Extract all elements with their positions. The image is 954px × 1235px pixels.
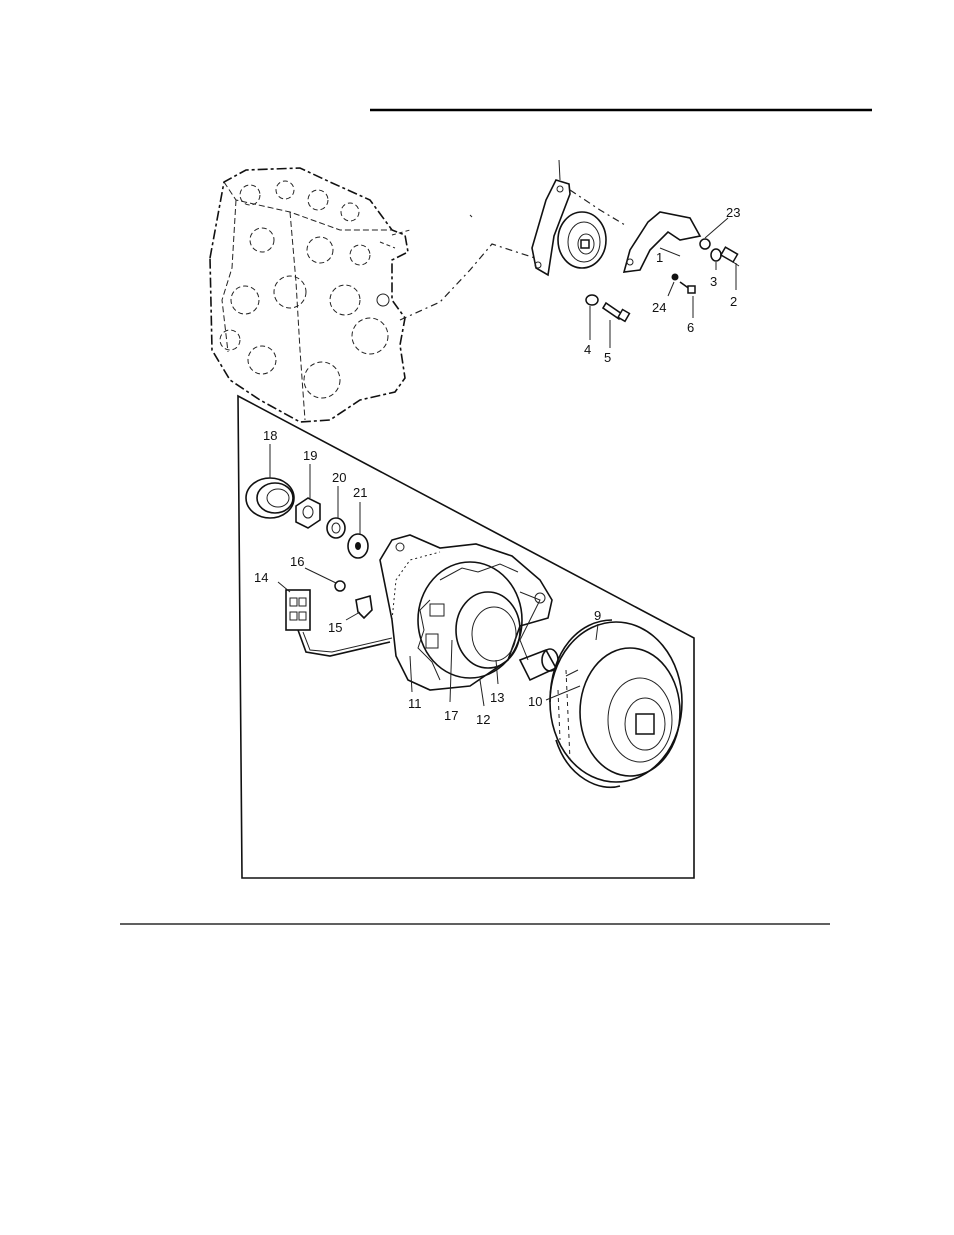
- clip-15: [356, 596, 372, 618]
- washer-20: [327, 518, 345, 538]
- callout-14: 14: [254, 570, 268, 585]
- callout-16: 16: [290, 554, 304, 569]
- callout-12: 12: [476, 712, 490, 727]
- callout-24: 24: [652, 300, 666, 315]
- callout-4: 4: [584, 342, 591, 357]
- engine-block: [210, 168, 410, 422]
- callout-18: 18: [263, 428, 277, 443]
- rear-housing-11: [380, 535, 552, 690]
- screw-16: [335, 581, 345, 591]
- callout-2: 2: [730, 294, 737, 309]
- callout-6: 6: [687, 320, 694, 335]
- callout-9: 9: [594, 608, 601, 623]
- alternator-bracket: [532, 180, 625, 275]
- callout-3: 3: [710, 274, 717, 289]
- lock-washer-24: [672, 274, 679, 281]
- bolt-5: [603, 303, 629, 321]
- nut-19: [296, 498, 320, 528]
- callout-5: 5: [604, 350, 611, 365]
- callout-17: 17: [444, 708, 458, 723]
- engine-leader: [400, 244, 535, 320]
- bolt-6: [680, 282, 695, 293]
- callout-11: 11: [408, 696, 422, 711]
- callout-19: 19: [303, 448, 317, 463]
- washer-3: [711, 249, 721, 261]
- callout-10: 10: [528, 694, 542, 709]
- washer-4: [586, 295, 598, 305]
- rotor-pulley-9: [550, 620, 682, 787]
- washer-23: [700, 239, 710, 249]
- callout-15: 15: [328, 620, 342, 635]
- callout-21: 21: [353, 485, 367, 500]
- callout-1: 1: [656, 250, 663, 265]
- exploded-view-panel: [238, 396, 694, 878]
- oil-seal-18: [246, 478, 294, 518]
- callout-20: 20: [332, 470, 346, 485]
- callout-23: 23: [726, 205, 740, 220]
- callout-13: 13: [490, 690, 504, 705]
